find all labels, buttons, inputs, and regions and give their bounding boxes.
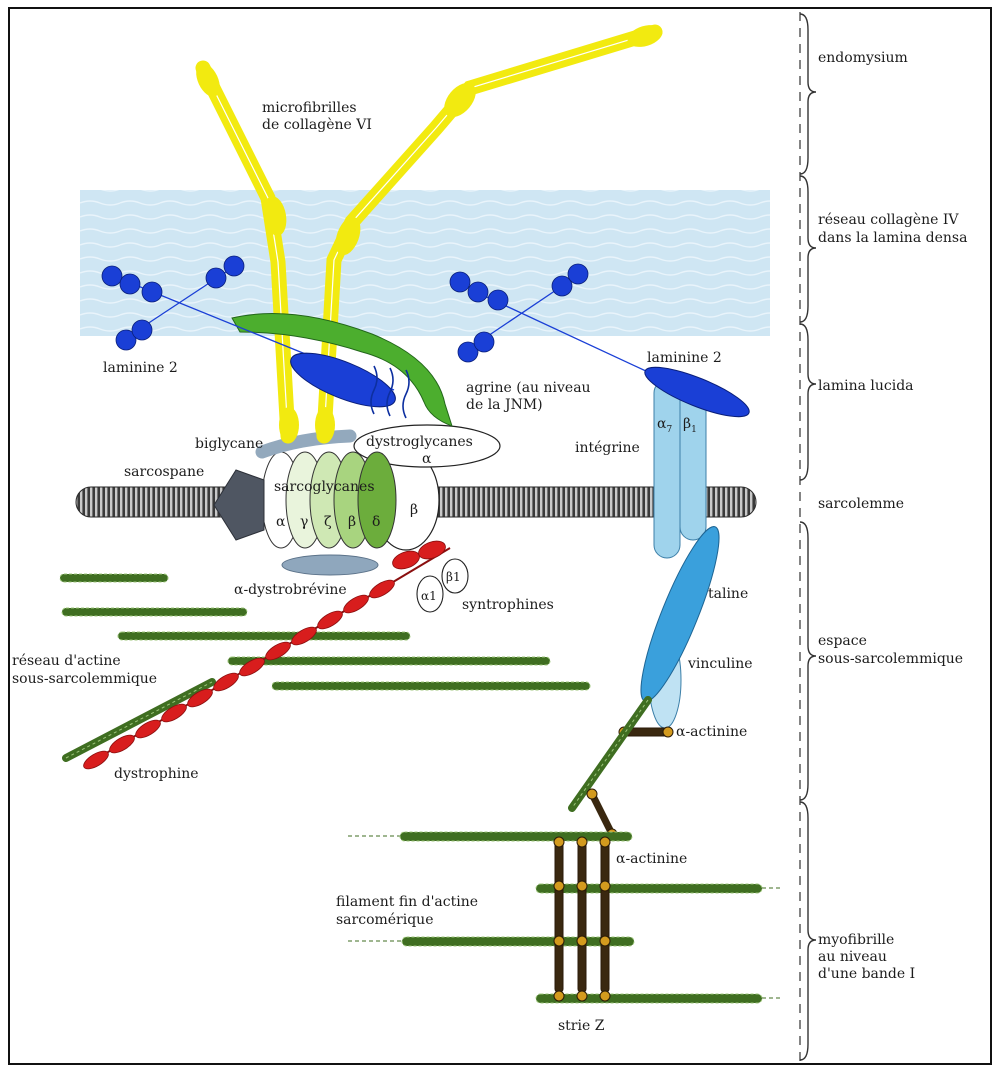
label-alpha-actinin-2: α-actinine — [616, 851, 687, 867]
label-syntrophin-alpha1: α1 — [421, 589, 437, 603]
label-dystroglycans: dystroglycanes — [366, 434, 473, 450]
zone-braces — [800, 14, 816, 1060]
label-sg-beta: β — [348, 514, 356, 530]
lamina-densa-band — [80, 190, 770, 336]
brace-endomysium — [800, 14, 816, 174]
zone-endomysium: endomysium — [818, 50, 908, 66]
dystrophin — [81, 538, 450, 773]
label-dystrobrevin: α-dystrobrévine — [234, 582, 347, 598]
alpha-dystrobrevin — [282, 555, 378, 575]
label-integrin: intégrine — [575, 440, 640, 456]
zone-sarcolemma: sarcolemme — [818, 496, 904, 512]
label-sg-gamma: γ — [300, 514, 308, 530]
dystrophin-repeat — [367, 577, 397, 602]
label-laminin-left: laminine 2 — [103, 360, 178, 376]
figure-frame — [9, 8, 991, 1064]
actin-filament — [272, 682, 590, 690]
label-syntrophin-beta1: β1 — [446, 570, 461, 584]
label-talin: taline — [708, 586, 748, 602]
label-dg-alpha: α — [422, 451, 432, 467]
label-sarcoglycans: sarcoglycanes — [274, 479, 375, 495]
actin-filament — [118, 632, 410, 640]
biglycan — [262, 436, 350, 452]
brace-lamina-lucida — [800, 324, 816, 480]
sarcospan — [214, 470, 264, 540]
dystrophin-repeat — [315, 608, 345, 633]
sarcoglycan-complex — [262, 452, 396, 548]
z-line-actinins — [554, 837, 610, 1001]
label-biglycan: biglycane — [195, 436, 263, 452]
brace-myofibril — [800, 802, 816, 1060]
label-laminin-right: laminine 2 — [647, 350, 722, 366]
thin-filament — [400, 832, 632, 841]
label-syntrophins: syntrophines — [462, 597, 554, 613]
sarcoglycan-delta — [358, 452, 396, 548]
label-sarcospan: sarcospane — [124, 464, 204, 480]
zone-lamina-lucida: lamina lucida — [818, 378, 914, 394]
thin-filament — [536, 884, 762, 893]
integrin-alpha7 — [654, 380, 680, 558]
brace-collagen-iv — [800, 176, 816, 322]
label-alpha-actinin-1: α-actinine — [676, 724, 747, 740]
label-sg-zeta: ζ — [324, 514, 332, 530]
label-sg-delta: δ — [372, 514, 380, 530]
label-dystrophin: dystrophine — [114, 766, 199, 782]
label-vinculin: vinculine — [687, 656, 753, 672]
syntrophins — [417, 559, 468, 612]
label-dg-beta: β — [410, 502, 418, 518]
brace-subsarcolemmal — [800, 522, 816, 800]
label-sg-alpha: α — [276, 514, 286, 530]
label-z-line: strie Z — [558, 1018, 605, 1034]
actin-filament — [62, 608, 247, 616]
thin-filament — [402, 937, 634, 946]
thin-filament — [536, 994, 762, 1003]
actin-filament — [60, 574, 168, 582]
